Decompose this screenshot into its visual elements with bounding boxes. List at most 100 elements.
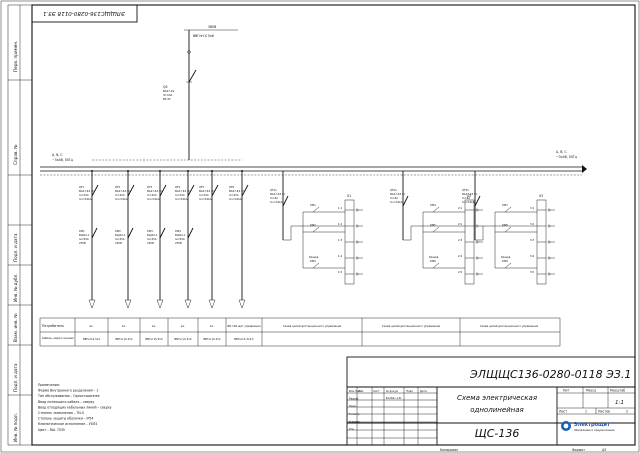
control-breaker-rating: In=6А [390, 196, 398, 200]
main-busbar: A, B, C ~3х4В, 50Гц A, B, C ~3х4В, 50Гц [40, 150, 587, 176]
cable-arrow [88, 299, 96, 309]
relay-name: КМ2 [310, 223, 316, 227]
control-breaker-rating: In=6А [462, 196, 470, 200]
breaker-symbol [159, 184, 167, 197]
bus-right-voltage: ~3х4В, 50Гц [556, 155, 578, 159]
side-label-podp-1: Подп. и дата [13, 233, 18, 262]
table-consumer-cell: вх. [122, 325, 126, 328]
side-label-inv-podl: Инв. № подл. [13, 413, 18, 442]
breaker-name: QF3 [147, 185, 153, 189]
top-code-stamp: ЭЛЩЩС136-0280-0118 ЭЗ.1 [31, 4, 138, 23]
title-block-header: Изм [358, 389, 363, 393]
company-logo: Электрощит Обновление и преумножение [561, 421, 615, 432]
cable-arrow [238, 299, 246, 309]
contactor-symbol [159, 227, 166, 239]
lit-label: Лит [563, 389, 569, 393]
company-tagline: Обновление и преумножение [574, 428, 615, 432]
breaker-name: QF1 [79, 185, 85, 189]
breaker-rating: In=25А [175, 193, 185, 197]
contactor-name: КМ2 [115, 229, 121, 233]
reserve-label: Резерв [309, 255, 319, 259]
terminal-contact: 2:2 [458, 222, 463, 226]
scale-label: Масштаб [610, 389, 625, 393]
sheet-label: Лист [559, 410, 567, 414]
relay-contact [312, 226, 320, 233]
copied-label: Копировал [440, 448, 458, 452]
control-breaker-ka: Icu=10kА [390, 200, 403, 204]
table-consumer-cell: вх. [210, 325, 214, 328]
control-breaker-spec: ВА47-63 1п [462, 192, 478, 196]
title-block-header: № докум [386, 390, 398, 393]
title-block-row-label: Изм Лист [349, 389, 362, 393]
breaker-spec: ВА47-63 3п [199, 189, 215, 193]
notes-block: Примечания:Форма Внутреннего разделения … [37, 383, 112, 432]
breaker-name: QF4 [175, 185, 181, 189]
table-consumer-cell: вх. [152, 325, 156, 328]
control-breaker-name: QF21 [390, 188, 397, 192]
input-feeder: 380В ВВГнгLS 5х6 QS ВА47-29 3п 63А ВР-32 [163, 25, 238, 160]
breaker-spec: ВА47-63 3п [79, 189, 95, 193]
cable-arrow [184, 299, 192, 309]
side-label-inv-dubl: Инв. № дубл. [13, 273, 18, 302]
contactor-spec: ВЩ12-1 [147, 233, 158, 237]
breaker-spec: ВА47-63 3п [229, 189, 245, 193]
relay-contact [504, 226, 512, 233]
bus-left-phases: A, B, C [52, 153, 63, 157]
table-cable-cell: ВВГнгLS 5х4 [116, 337, 133, 341]
table-cable-cell: ВВГнгLS 5х4 [83, 337, 100, 341]
breaker-ka: Icu=10kА [147, 197, 160, 201]
document-title-line-1: Схема электрическая [457, 394, 537, 402]
input-feeder-label: 380В [208, 25, 216, 29]
contactor-spec: 230В [175, 241, 182, 245]
breaker-symbol [241, 184, 249, 197]
input-breaker-spec-3: ВР-32 [163, 97, 171, 101]
terminal-contact: 1:5 [338, 270, 343, 274]
input-cable-label: ВВГнгLS 5х6 [193, 34, 214, 38]
table-cable-cell: ВВГнгLS 3х2,5 [234, 337, 254, 341]
contactor-spec: 230В [79, 241, 86, 245]
cable-arrow [124, 299, 132, 309]
breaker-rating: In=25А [199, 193, 209, 197]
notes-item: Климатическое исполнение – УХЛ4 [38, 422, 97, 426]
notes-item: Степень защиты оболочки – IP54 [38, 417, 93, 421]
breaker-rating: In=25А [147, 193, 157, 197]
contactor-spec: ВЩ12-1 [175, 233, 186, 237]
cable-arrow [156, 299, 164, 309]
terminal-contact: 2:1 [458, 206, 463, 210]
terminal-contact: 2:3 [458, 238, 463, 242]
contactor-spec: Iн=25А [147, 237, 157, 241]
table-cable-cell: ВВГнгLS 5х4 [204, 337, 221, 341]
contactor-name: КМ3 [147, 229, 153, 233]
notes-item: Ввод отходящих кабельных линий – сверху [38, 405, 112, 409]
relay-name: КМ3 [310, 259, 316, 263]
breaker-symbol [91, 184, 99, 197]
notes-item: Ввод питающего кабеля – сверху [38, 400, 94, 404]
relay-name: КМ8 [502, 223, 508, 227]
title-block-row-label: Пров [349, 404, 356, 408]
terminal-contact: 1:2 [338, 222, 343, 226]
document-title-line-2: однолинейная [470, 406, 524, 414]
notes-item: Цвет – RAL 7035 [38, 428, 65, 432]
notes-heading: Примечания: [38, 383, 60, 387]
table-cable-header: Кабель, марка сечения [42, 336, 74, 340]
breaker-spec: ВА47-63 3п [147, 189, 163, 193]
title-block-header: Лист [373, 389, 380, 393]
table-consumer-cell: вх. [181, 325, 185, 328]
relay-contact [432, 206, 440, 213]
relay-contact [504, 262, 512, 269]
terminal-contact: 1:1 [338, 206, 343, 210]
breaker-ka: Icu=10kА [115, 197, 128, 201]
title-block-header: Дата [420, 389, 427, 393]
control-breaker-name: QF31 [462, 188, 469, 192]
title-block-row-label: Т.контр [349, 412, 360, 416]
sheets-label: Листов [598, 410, 610, 414]
breaker-rating: In=25А [229, 193, 239, 197]
breaker-ka: Icu=10kА [229, 197, 242, 201]
contactor-spec: 230В [115, 241, 122, 245]
